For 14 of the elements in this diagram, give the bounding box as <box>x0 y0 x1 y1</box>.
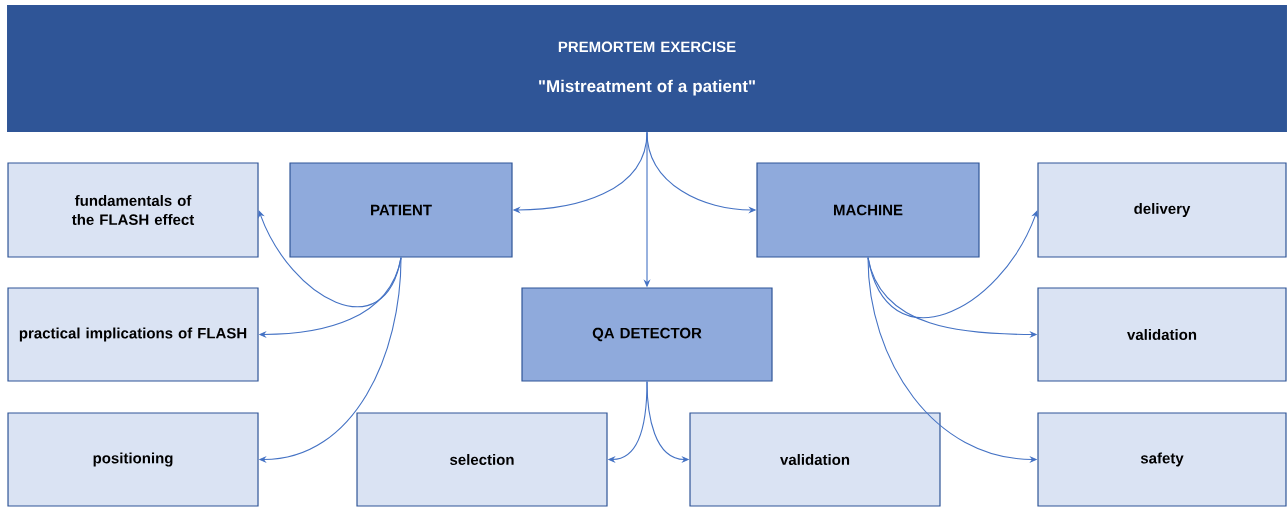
header-banner: PREMORTEM EXERCISE "Mistreatment of a patient" <box>7 5 1287 132</box>
arrow <box>867 210 1038 319</box>
arrow <box>258 210 402 307</box>
category-box: MACHINE <box>756 162 980 258</box>
topic-box: positioning <box>7 412 259 507</box>
category-box: QA DETECTOR <box>521 287 773 382</box>
topic-box: validation <box>689 412 941 507</box>
topic-box: delivery <box>1037 162 1287 258</box>
topic-box: practical implications of FLASH <box>7 287 259 382</box>
topic-box: selection <box>356 412 608 507</box>
category-box: PATIENT <box>289 162 513 258</box>
topic-box: safety <box>1037 412 1287 507</box>
topic-box: validation <box>1037 287 1287 382</box>
topic-box: fundamentals of the FLASH effect <box>7 162 259 258</box>
